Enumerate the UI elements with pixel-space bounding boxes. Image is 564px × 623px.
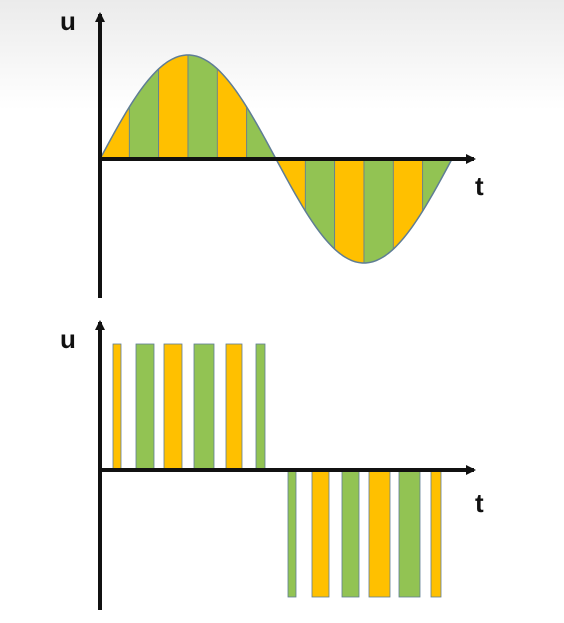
sine-stripe-green (128, 68, 160, 160)
sine-stripe-orange (334, 158, 365, 264)
pwm-pulses (112, 343, 442, 598)
background-gradient (0, 0, 564, 110)
pwm-pulse-green (341, 469, 360, 598)
pwm-pulse-green (255, 343, 266, 471)
top-x-axis-label: t (475, 171, 484, 201)
pwm-pulse-orange (112, 343, 122, 471)
pwm-pulse-green (398, 469, 421, 598)
pwm-pulse-green (193, 343, 215, 471)
bottom-x-axis-label: t (475, 488, 484, 518)
sine-stripe-orange (158, 54, 189, 160)
sine-stripe-green (363, 158, 394, 264)
sine-stripe-orange (392, 158, 424, 250)
pwm-pulse-chart: u t (60, 320, 484, 610)
pwm-pulse-orange (225, 343, 243, 471)
sine-stripe-green (304, 158, 336, 250)
bottom-y-axis-label: u (60, 324, 76, 354)
sine-wave-chart: u t (60, 6, 484, 298)
pwm-pulse-orange (430, 469, 442, 598)
top-y-axis-label: u (60, 6, 76, 36)
pwm-pulse-green (135, 343, 155, 471)
pwm-pulse-orange (311, 469, 330, 598)
pwm-pulse-green (287, 469, 297, 598)
sine-stripe-green (187, 54, 218, 160)
sine-stripe-orange (216, 68, 248, 160)
pwm-pulse-orange (163, 343, 183, 471)
pwm-pulse-orange (368, 469, 391, 598)
